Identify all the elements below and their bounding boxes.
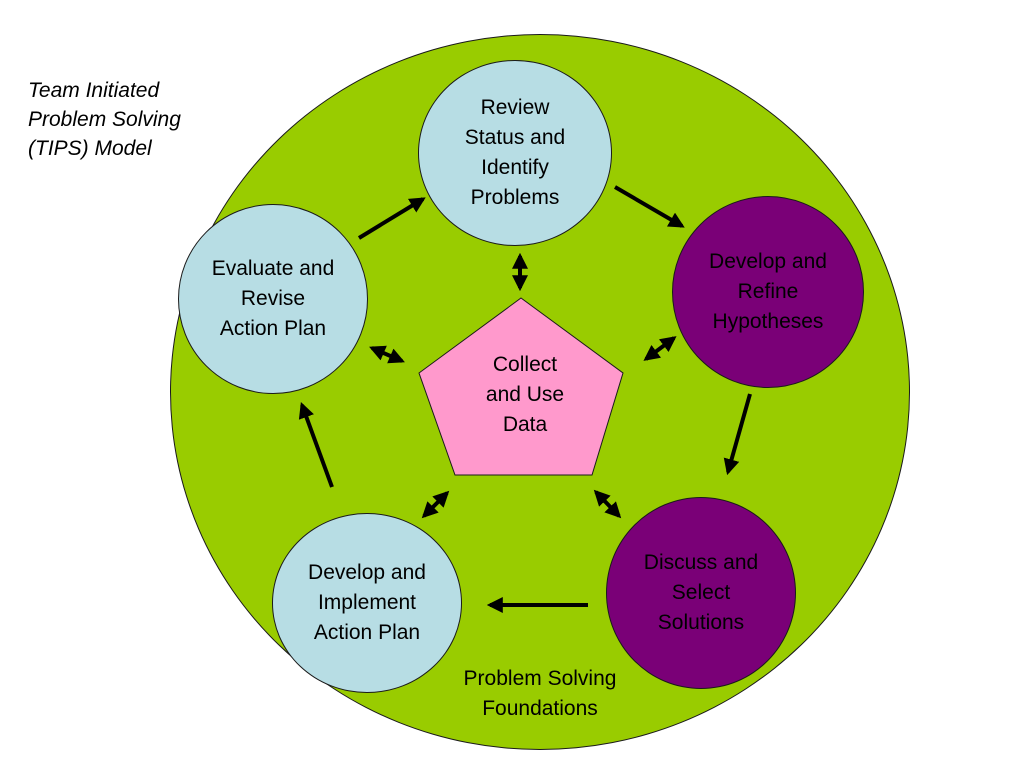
center-pentagon xyxy=(418,297,624,476)
node-implement-plan: Develop and Implement Action Plan xyxy=(272,513,462,693)
node-evaluate-label: Evaluate and Revise Action Plan xyxy=(211,257,335,340)
double-arrow-evaluate-center xyxy=(369,345,405,364)
node-implement-label: Develop and Implement Action Plan xyxy=(308,561,426,644)
node-review-status: Review Status and Identify Problems xyxy=(418,60,612,246)
diagram-title: Team Initiated Problem Solving (TIPS) Mo… xyxy=(28,76,181,163)
center-label: Collect and Use Data xyxy=(485,353,565,436)
title-line-3: (TIPS) Model xyxy=(28,137,152,160)
node-discuss-label: Discuss and Select Solutions xyxy=(643,551,759,634)
arrow-review-to-hypotheses xyxy=(613,185,685,228)
title-line-2: Problem Solving xyxy=(28,108,181,131)
title-line-1: Team Initiated xyxy=(28,79,160,102)
double-arrow-implement-center xyxy=(421,490,450,519)
double-arrow-hypotheses-center xyxy=(643,336,677,361)
arrow-implement-to-evaluate xyxy=(298,401,334,488)
node-evaluate-plan: Evaluate and Revise Action Plan xyxy=(178,204,368,394)
node-review-label: Review Status and Identify Problems xyxy=(464,96,566,209)
foundation-label: Problem Solving Foundations xyxy=(463,667,617,720)
double-arrow-discuss-center xyxy=(593,489,622,519)
arrow-hypotheses-to-discuss xyxy=(723,393,752,476)
node-develop-hypotheses: Develop and Refine Hypotheses xyxy=(672,196,864,388)
node-hypotheses-label: Develop and Refine Hypotheses xyxy=(709,250,827,333)
node-discuss-solutions: Discuss and Select Solutions xyxy=(606,497,796,689)
arrow-evaluate-to-review xyxy=(357,197,426,240)
